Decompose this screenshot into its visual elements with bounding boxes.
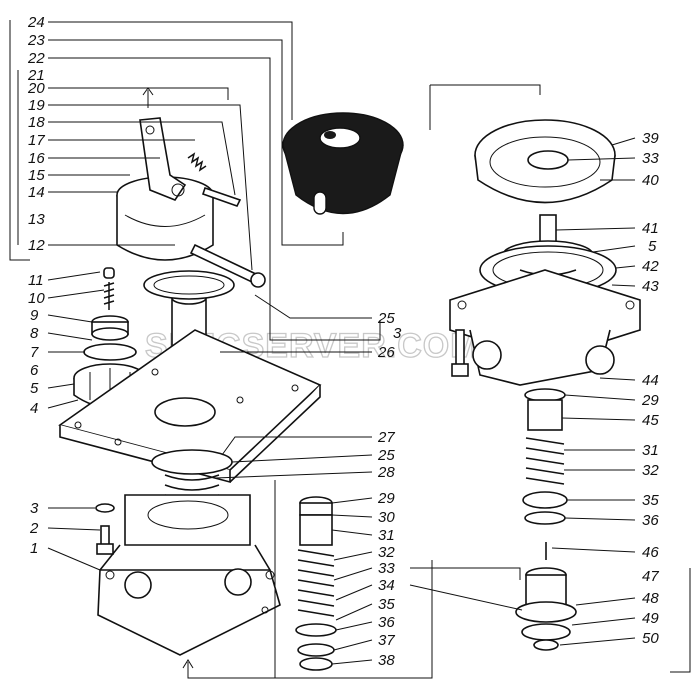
label-16: 16 bbox=[28, 150, 45, 167]
label-14: 14 bbox=[28, 184, 45, 201]
label-21: 21 bbox=[27, 67, 45, 84]
label-31a: 31 bbox=[378, 527, 395, 544]
mounting-plate bbox=[58, 329, 322, 484]
label-50: 50 bbox=[642, 630, 659, 647]
label-18: 18 bbox=[28, 114, 45, 131]
label-42: 42 bbox=[642, 258, 659, 275]
label-5b: 5 bbox=[648, 238, 657, 255]
label-23: 23 bbox=[27, 32, 45, 49]
label-13: 13 bbox=[28, 211, 45, 228]
lower-valve-body bbox=[97, 449, 281, 656]
label-45: 45 bbox=[642, 412, 659, 429]
label-6: 6 bbox=[30, 362, 39, 379]
right-bottom-valve bbox=[515, 542, 577, 651]
label-41: 41 bbox=[642, 220, 659, 237]
top-cap bbox=[282, 112, 404, 215]
label-26: 26 bbox=[377, 344, 395, 361]
label-1: 1 bbox=[30, 540, 38, 557]
label-48: 48 bbox=[642, 590, 659, 607]
label-35a: 35 bbox=[378, 596, 395, 613]
label-11: 11 bbox=[28, 272, 44, 289]
label-20: 20 bbox=[27, 80, 45, 97]
label-33a: 33 bbox=[378, 560, 395, 577]
label-3: 3 bbox=[30, 500, 39, 517]
label-12: 12 bbox=[28, 237, 45, 254]
label-3b: 3 bbox=[393, 325, 402, 342]
label-40: 40 bbox=[642, 172, 659, 189]
label-4: 4 bbox=[30, 400, 38, 417]
label-30: 30 bbox=[378, 509, 395, 526]
label-10: 10 bbox=[28, 290, 45, 307]
label-49: 49 bbox=[642, 610, 659, 627]
right-parts-column bbox=[522, 388, 568, 525]
label-5: 5 bbox=[30, 380, 39, 397]
label-36b: 36 bbox=[642, 512, 659, 529]
label-28: 28 bbox=[377, 464, 395, 481]
label-27: 27 bbox=[377, 429, 395, 446]
label-19: 19 bbox=[28, 97, 45, 114]
label-29b: 29 bbox=[641, 392, 659, 409]
label-29a: 29 bbox=[377, 490, 395, 507]
label-35b: 35 bbox=[642, 492, 659, 509]
label-32a: 32 bbox=[378, 544, 395, 561]
label-32b: 32 bbox=[642, 462, 659, 479]
label-34: 34 bbox=[378, 577, 395, 594]
lever-head-assembly bbox=[116, 87, 266, 369]
label-31b: 31 bbox=[642, 442, 659, 459]
middle-parts-column bbox=[295, 496, 337, 671]
label-25b: 25 bbox=[377, 447, 395, 464]
label-8: 8 bbox=[30, 325, 39, 342]
label-7: 7 bbox=[30, 344, 39, 361]
label-44: 44 bbox=[642, 372, 659, 389]
label-22: 22 bbox=[27, 50, 45, 67]
label-43: 43 bbox=[642, 278, 659, 295]
label-2: 2 bbox=[29, 520, 39, 537]
labels-middle: 25 26 3 27 25 28 29 30 31 32 33 34 35 36… bbox=[377, 310, 402, 669]
label-38: 38 bbox=[378, 652, 395, 669]
right-valve-body bbox=[449, 269, 641, 386]
labels-left: 24 23 22 21 20 19 18 17 16 15 14 13 12 1… bbox=[27, 14, 45, 557]
label-24: 24 bbox=[27, 14, 45, 31]
labels-right: 39 33 40 41 5 42 43 44 29 45 31 32 35 36… bbox=[641, 130, 659, 647]
label-46: 46 bbox=[642, 544, 659, 561]
label-25a: 25 bbox=[377, 310, 395, 327]
label-37: 37 bbox=[378, 632, 395, 649]
bolt-and-washer bbox=[95, 503, 115, 555]
label-39: 39 bbox=[642, 130, 659, 147]
label-9: 9 bbox=[30, 307, 39, 324]
label-17: 17 bbox=[28, 132, 45, 149]
label-15: 15 bbox=[28, 167, 45, 184]
label-47: 47 bbox=[642, 568, 659, 585]
leader-lines bbox=[9, 20, 691, 679]
label-33b: 33 bbox=[642, 150, 659, 167]
label-36a: 36 bbox=[378, 614, 395, 631]
